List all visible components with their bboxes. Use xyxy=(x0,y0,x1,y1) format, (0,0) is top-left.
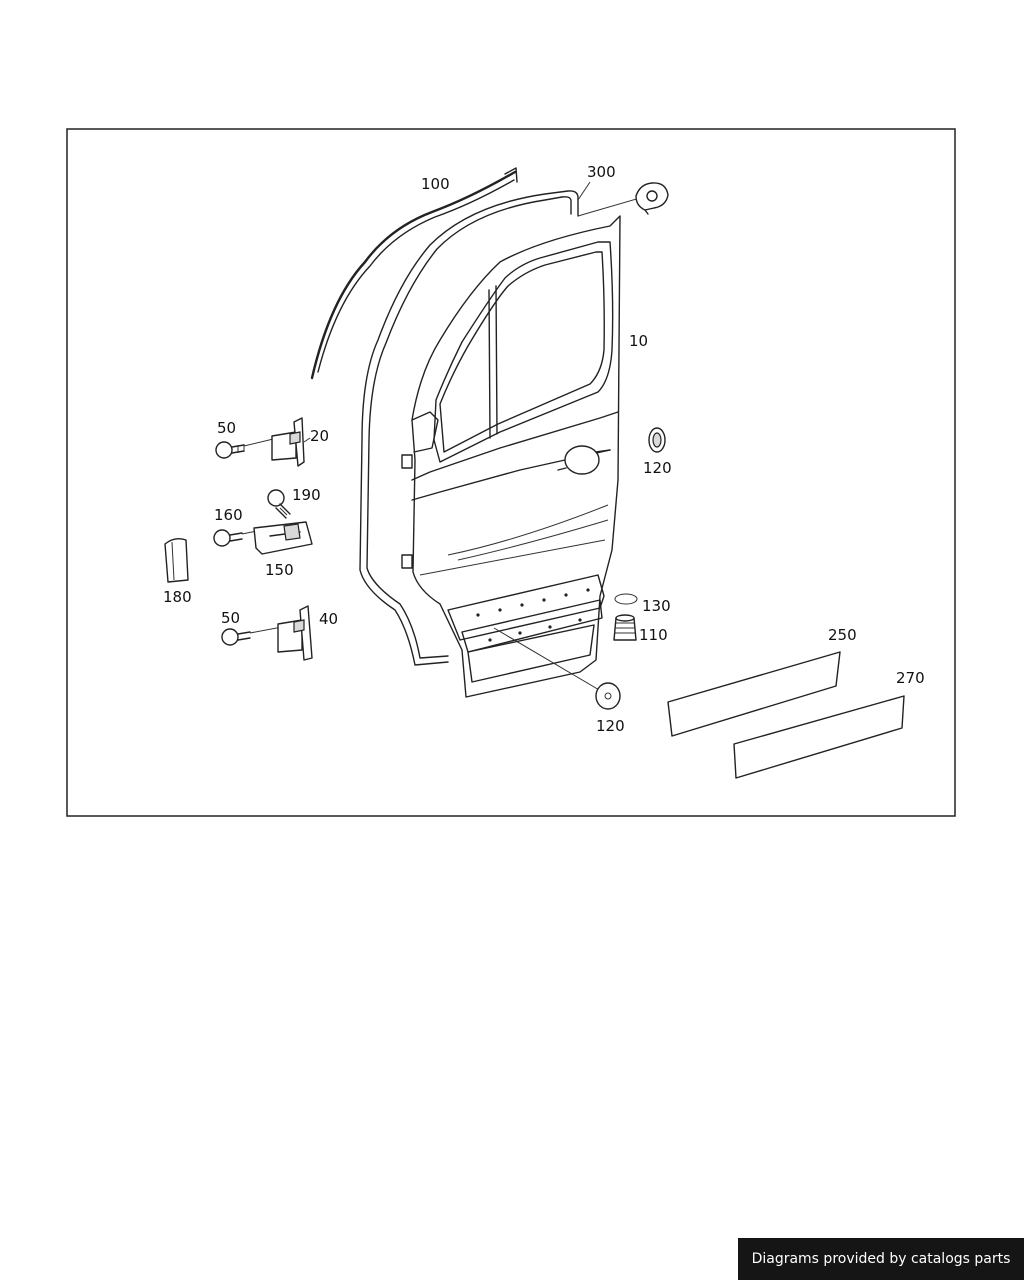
part-cover-cap[interactable] xyxy=(164,537,189,583)
credit-badge: Diagrams provided by catalogs parts xyxy=(738,1238,1024,1280)
callout-50-upper: 50 xyxy=(217,419,236,437)
part-buffer[interactable] xyxy=(613,614,637,641)
callout-50-lower: 50 xyxy=(221,609,240,627)
callout-20: 20 xyxy=(310,427,329,445)
part-o-ring[interactable] xyxy=(614,593,638,605)
callout-120-upper: 120 xyxy=(643,459,672,477)
part-window-rail[interactable] xyxy=(310,167,518,380)
part-door-shell[interactable] xyxy=(401,215,621,698)
part-plug-lower[interactable] xyxy=(595,682,621,710)
callout-190: 190 xyxy=(292,486,321,504)
part-bolt-190[interactable] xyxy=(267,489,291,519)
callout-110: 110 xyxy=(639,626,668,644)
trim-holes xyxy=(476,588,590,642)
part-trim-strip-270[interactable] xyxy=(733,695,905,779)
part-upper-hinge[interactable] xyxy=(215,417,305,467)
callout-270: 270 xyxy=(896,669,925,687)
callout-120-lower: 120 xyxy=(596,717,625,735)
part-check-strap[interactable] xyxy=(213,521,313,555)
leader-lines xyxy=(303,181,591,443)
part-seal-clip[interactable] xyxy=(635,182,669,215)
callout-40: 40 xyxy=(319,610,338,628)
callout-100: 100 xyxy=(421,175,450,193)
callout-160: 160 xyxy=(214,506,243,524)
diagram-frame xyxy=(66,128,956,817)
part-plug-upper[interactable] xyxy=(648,427,666,453)
callout-labels: 100 300 10 50 20 190 120 160 150 180 50 … xyxy=(163,163,925,735)
part-door-seal[interactable] xyxy=(359,190,641,666)
callout-130: 130 xyxy=(642,597,671,615)
part-trim-strip-250[interactable] xyxy=(667,651,841,737)
part-lower-hinge[interactable] xyxy=(221,605,313,661)
callout-150: 150 xyxy=(265,561,294,579)
callout-250: 250 xyxy=(828,626,857,644)
callout-300: 300 xyxy=(587,163,616,181)
callout-10: 10 xyxy=(629,332,648,350)
callout-180: 180 xyxy=(163,588,192,606)
